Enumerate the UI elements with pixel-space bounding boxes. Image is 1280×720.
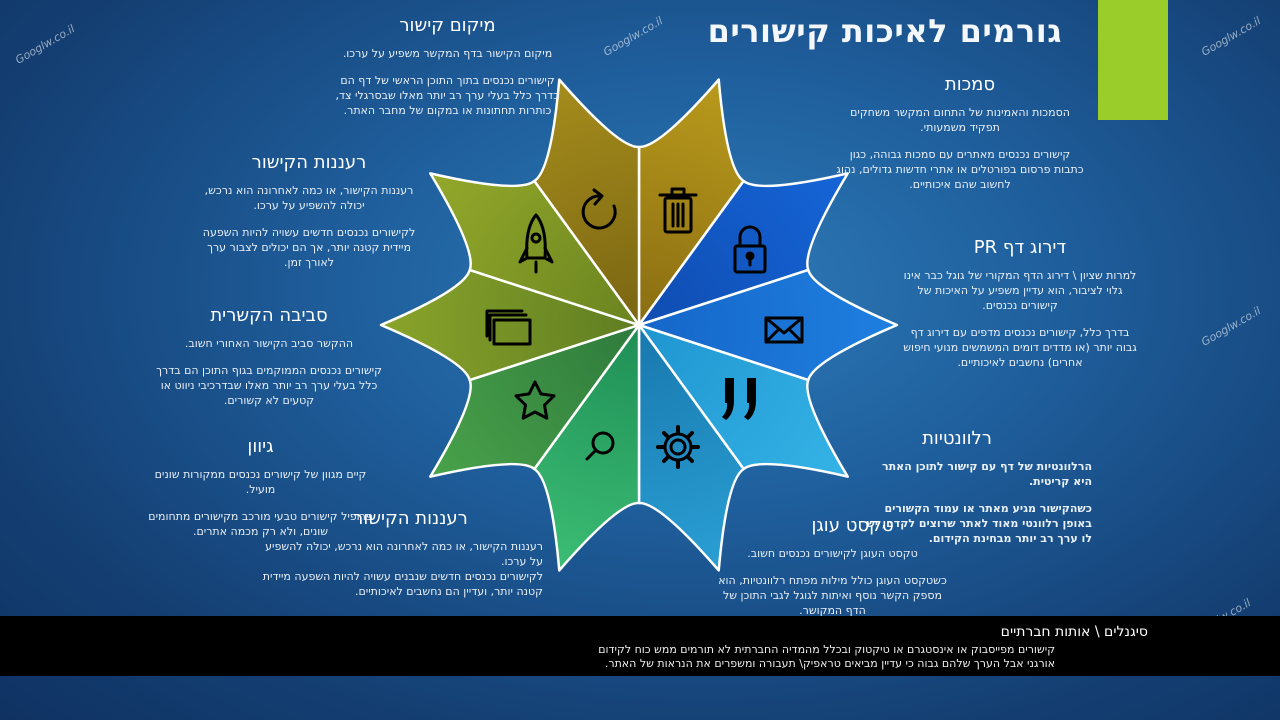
wheel-segment (379, 268, 641, 382)
quote-icon (722, 378, 756, 420)
page-title: גורמים לאיכות קישורים (707, 12, 1062, 50)
trash-icon (658, 187, 698, 234)
footer-text: קישורים מפייסבוק או אינסטגרם או טיקטוק ו… (598, 643, 1055, 670)
section-text: ההקשר סביב הקישור האחורי חשוב. (184, 337, 354, 350)
section-text: טקסט העוגן לקישורים נכנסים חשוב. (747, 547, 918, 560)
wheel-segment (429, 172, 641, 327)
section-text: קיים מגוון של קישורים נכנסים ממקורות שונ… (154, 468, 367, 496)
section-authority: סמכות הסמכות והאמינות של התחום המקשר משח… (835, 74, 1085, 204)
section-heading: רעננות הקישור (251, 152, 367, 173)
section-heading: דירוג דף PR (973, 237, 1067, 258)
padlock-icon (733, 225, 767, 274)
section-link-location: מיקום קישור מיקום הקישור בדף המקשר משפיע… (330, 15, 565, 130)
section-heading: רלוונטיות (922, 428, 992, 449)
windows-icon (485, 309, 532, 346)
section-context: סביבה הקשרית ההקשר סביב הקישור האחורי חש… (150, 305, 388, 420)
section-link-freshness: רעננות הקישור רעננות הקישור, או כמה לאחר… (195, 152, 423, 282)
section-heading: טקסט עוגן (811, 515, 894, 536)
refresh-icon (581, 188, 617, 230)
section-text: מיקום הקישור בדף המקשר משפיע על ערכו. (342, 47, 553, 60)
wheel-segment (637, 323, 849, 478)
section-relevance: רלוונטיות הרלוונטיות של דף עם קישור לתוכ… (862, 428, 1092, 558)
section-heading: סמכות (944, 74, 996, 95)
section-text: הסמכות והאמינות של התחום המקשר משחקים תפ… (850, 106, 1070, 134)
section-text: הרלוונטיות של דף עם קישור לתוכן האתר היא… (882, 460, 1092, 488)
section-text: כשטקסט העוגן כולל מילות מפתח רלוונטיות, … (718, 574, 947, 617)
section-text: בדרך כלל, קישורים נכנסים מדפים עם דירוג … (903, 326, 1137, 369)
section-text: קישורים נכנסים בתוך התוכן הראשי של דף הם… (335, 74, 560, 117)
gear-icon (656, 425, 700, 469)
section-text: לקישורים נכנסים חדשים עשויה להיות השפעה … (202, 226, 416, 269)
section-anchor-text: טקסט עוגן טקסט העוגן לקישורים נכנסים חשו… (715, 515, 950, 630)
star-icon (514, 380, 556, 420)
section-heading: גיוון (247, 436, 274, 457)
section-text: למרות שציון \ דירוג הדף המקורי של גוגל כ… (903, 269, 1137, 312)
section-text: פרופיל קישורים טבעי מורכב מקישורים מתחומ… (148, 510, 373, 538)
wheel-segment (637, 172, 849, 327)
section-heading: סביבה הקשרית (210, 305, 328, 326)
footer-bar: סיגנלים \ אותות חברתיים קישורים מפייסבוק… (0, 616, 1280, 676)
envelope-icon (764, 316, 804, 344)
section-text: רעננות הקישור, או כמה לאחרונה הוא נרכש, … (204, 184, 414, 212)
section-pagerank: דירוג דף PR למרות שציון \ דירוג הדף המקו… (900, 237, 1140, 382)
section-text: כשהקישור מגיע מאתר או עמוד הקשורים באופן… (866, 502, 1092, 545)
section-link-freshness-bottom: רעננות הקישור רעננות הקישור, או כמה לאחר… (258, 508, 543, 611)
wheel-segment (533, 323, 641, 572)
search-icon (585, 431, 615, 461)
section-heading: מיקום קישור (399, 15, 496, 36)
rocket-icon (518, 213, 554, 274)
section-diversity: גיוון קיים מגוון של קישורים נכנסים ממקור… (148, 436, 373, 551)
wheel-segment (429, 323, 641, 478)
section-text: קישורים נכנסים מאתרים עם סמכות גבוהה, כג… (836, 148, 1084, 191)
accent-bar (1098, 0, 1168, 120)
section-heading: רעננות הקישור (353, 508, 468, 529)
section-text: קישורים נכנסים הממוקמים בגוף התוכן הם בד… (156, 364, 382, 407)
footer-heading: סיגנלים \ אותות חברתיים (1000, 624, 1148, 640)
section-text: רעננות הקישור, או כמה לאחרונה הוא נרכש, … (265, 540, 543, 568)
section-text: לקישורים נכנסים חדשים שנבנים עשויה להיות… (262, 570, 543, 598)
wheel-segment (637, 268, 899, 382)
